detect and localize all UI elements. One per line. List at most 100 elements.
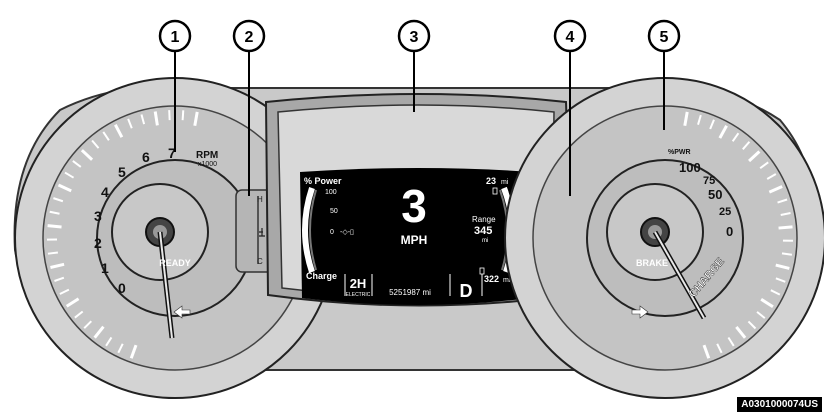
svg-text:2: 2 <box>245 29 254 46</box>
callout-4: 4 <box>553 19 587 53</box>
dial-tick <box>760 297 774 309</box>
dial-tick <box>91 139 100 149</box>
dial-tick <box>49 210 60 215</box>
dial-tick <box>74 310 84 319</box>
power-100-label: 100 <box>325 189 337 196</box>
range-value: 345 <box>474 225 492 237</box>
power-dial-label: %PWR <box>668 149 691 156</box>
tachometer-number-6: 6 <box>142 149 150 165</box>
dial-tick <box>768 185 783 194</box>
charge-label: Charge <box>306 271 337 281</box>
gear-indicator: D <box>460 281 473 301</box>
dial-tick <box>129 344 138 359</box>
power-dial-number-100: 100 <box>679 160 701 175</box>
dial-tick <box>193 111 199 126</box>
temperature-high-label: H <box>257 195 263 204</box>
tachometer-number-7: 7 <box>168 145 176 161</box>
dial-tick <box>117 343 124 354</box>
ready-indicator: READY <box>159 258 191 268</box>
dial-tick <box>72 160 82 168</box>
left-turn-signal-icon <box>173 305 191 319</box>
svg-text:4: 4 <box>566 29 575 46</box>
dial-tick <box>735 325 747 339</box>
dial-tick <box>93 325 105 339</box>
callout-leaders <box>174 52 665 196</box>
dial-tick <box>59 288 70 295</box>
dial-tick <box>759 161 769 170</box>
callout-2: 2 <box>232 19 266 53</box>
dial-tick <box>57 183 72 193</box>
drive-mode-sub: ELECTRIC <box>346 292 371 298</box>
dial-tick <box>718 125 728 139</box>
dial-tick <box>727 336 735 347</box>
dial-tick <box>775 263 790 270</box>
right-turn-signal-icon <box>631 305 649 319</box>
svg-text:5: 5 <box>660 29 669 46</box>
power-dial-number-25: 25 <box>719 206 731 218</box>
dial-tick <box>781 252 793 256</box>
dial-tick <box>742 141 751 150</box>
power-dial-number-0: 0 <box>726 224 733 239</box>
speed-unit: MPH <box>401 233 428 247</box>
odometer: 5251987 mi <box>389 288 431 297</box>
svg-text:3: 3 <box>410 29 419 46</box>
fuel-pump-icon <box>479 267 485 275</box>
dial-tick <box>127 118 133 129</box>
reference-code: A0301000074US <box>737 397 822 412</box>
battery-range-unit: mi <box>501 179 509 186</box>
callout-5: 5 <box>647 19 681 53</box>
dial-tick <box>756 311 766 319</box>
range-label: Range <box>472 215 496 224</box>
dial-tick <box>777 198 788 204</box>
battery-range-value: 23 <box>486 176 496 186</box>
power-dial: %PWR 100 75 50 25 0 BRAKE CHARGE <box>504 77 824 399</box>
dial-tick <box>83 320 92 329</box>
dial-tick <box>683 111 689 126</box>
tachometer-number-5: 5 <box>118 164 126 180</box>
dial-tick <box>181 110 185 121</box>
dial-tick <box>716 343 723 354</box>
power-dial-ticks <box>683 111 793 359</box>
range-unit: mi <box>482 238 488 244</box>
dial-tick <box>770 289 781 296</box>
temperature-low-label: C <box>257 257 263 266</box>
dial-tick <box>80 149 94 161</box>
svg-text:1: 1 <box>171 29 180 46</box>
tachometer-number-3: 3 <box>94 208 102 224</box>
coolant-temperature-icon <box>259 228 265 237</box>
dial-tick <box>747 320 757 330</box>
power-label: % Power <box>304 176 342 186</box>
dial-tick <box>748 150 761 163</box>
power-flow-icon: -◇-▯ <box>340 229 354 236</box>
speed-value: 3 <box>401 180 427 232</box>
dial-tick <box>114 124 124 138</box>
dial-tick <box>47 251 59 255</box>
dial-tick <box>105 336 113 347</box>
tachometer-number-4: 4 <box>101 184 109 200</box>
tachometer-multiplier: x1000 <box>198 161 217 168</box>
power-50-label: 50 <box>330 208 338 215</box>
dial-tick <box>778 225 793 230</box>
drive-mode: 2H <box>350 276 367 291</box>
dial-tick <box>731 132 740 142</box>
dial-tick <box>50 262 65 269</box>
dial-tick <box>775 277 786 283</box>
dial-tick <box>47 224 62 229</box>
dial-tick <box>697 114 702 125</box>
brake-indicator: BRAKE <box>636 258 668 268</box>
fuel-range-unit: mi <box>503 277 511 284</box>
tachometer-number-1: 1 <box>101 260 109 276</box>
dial-tick <box>780 212 791 216</box>
display-content-area <box>300 168 532 305</box>
battery-icon <box>492 187 498 195</box>
dial-tick <box>153 111 159 126</box>
tachometer-number-0: 0 <box>118 280 126 296</box>
dial-tick <box>53 197 64 203</box>
tachometer-ticks <box>46 110 199 359</box>
dial-tick <box>766 173 777 180</box>
dial-tick <box>54 276 65 282</box>
dial-tick <box>102 131 110 141</box>
dial-tick <box>702 344 711 359</box>
power-dial-number-75: 75 <box>703 175 715 187</box>
